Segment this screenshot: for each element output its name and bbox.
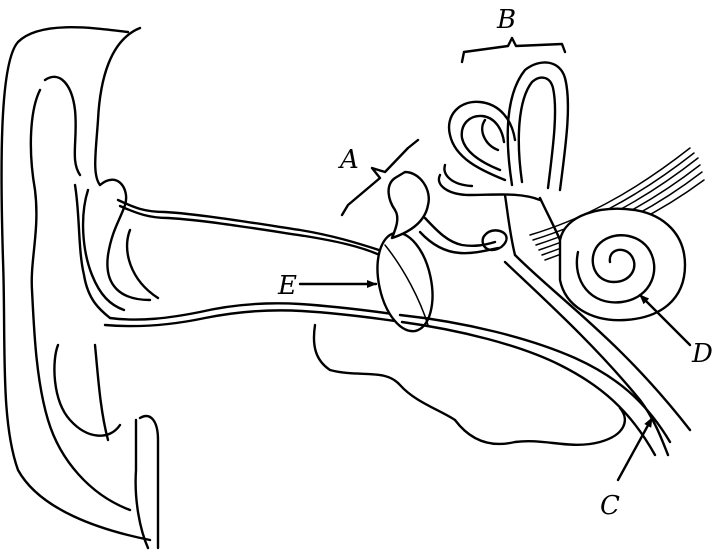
semicircular-canals xyxy=(437,61,570,257)
temporal-bone-outline xyxy=(312,323,626,446)
outer-ear-pinna xyxy=(0,26,160,550)
concha xyxy=(81,178,160,312)
pointer-arrow-d xyxy=(638,293,692,347)
label-e: E xyxy=(277,271,297,301)
ossicles xyxy=(387,170,508,255)
eustachian-tube xyxy=(398,253,692,457)
bracket-a xyxy=(340,138,420,217)
cochlea xyxy=(558,207,687,322)
label-d: D xyxy=(691,339,713,369)
label-a: A xyxy=(338,145,359,175)
label-c: C xyxy=(600,491,620,521)
ear-canal xyxy=(103,198,404,328)
bracket-b xyxy=(460,36,567,64)
pointer-arrow-c xyxy=(616,416,654,482)
label-b: B xyxy=(496,5,516,35)
